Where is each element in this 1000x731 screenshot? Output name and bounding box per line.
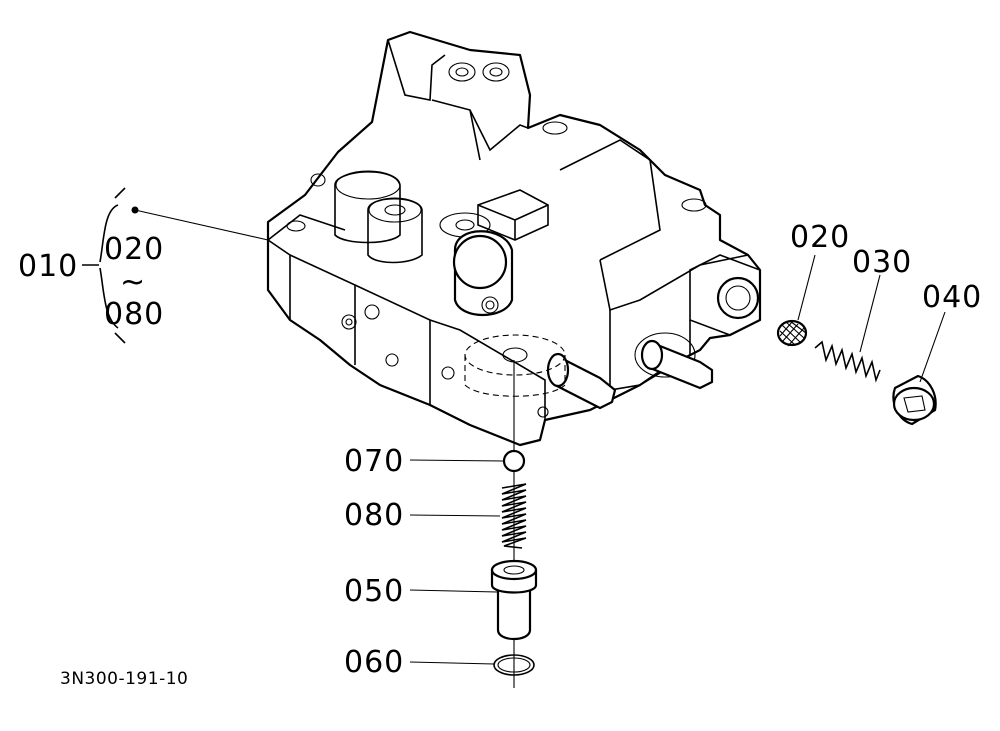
callout-range-tilde: ~ — [120, 265, 146, 300]
spring-right: 030 — [814, 245, 912, 383]
spring-lower: 080 — [344, 483, 527, 549]
filter-part: 020 — [776, 220, 850, 347]
callout-sleeve: 050 — [344, 574, 404, 609]
callout-spring-right: 030 — [852, 245, 912, 280]
callout-spring-lower: 080 — [344, 498, 404, 533]
callout-filter: 020 — [790, 220, 850, 255]
valve-body — [266, 30, 762, 447]
callout-plug: 040 — [922, 280, 982, 315]
sleeve-part: 050 — [344, 559, 538, 641]
drawing-code: 3N300-191-10 — [60, 669, 188, 689]
callout-o-ring: 060 — [344, 645, 404, 680]
callout-010: 010 — [18, 249, 78, 284]
o-ring-part: 060 — [344, 645, 535, 680]
callout-range-start: 020 — [104, 232, 164, 267]
plug-part: 040 — [892, 280, 982, 426]
callout-range-end: 080 — [104, 297, 164, 332]
ball-part: 070 — [344, 444, 526, 479]
callout-ball: 070 — [344, 444, 404, 479]
assembly-callout: 010 020 ~ 080 — [18, 187, 269, 344]
